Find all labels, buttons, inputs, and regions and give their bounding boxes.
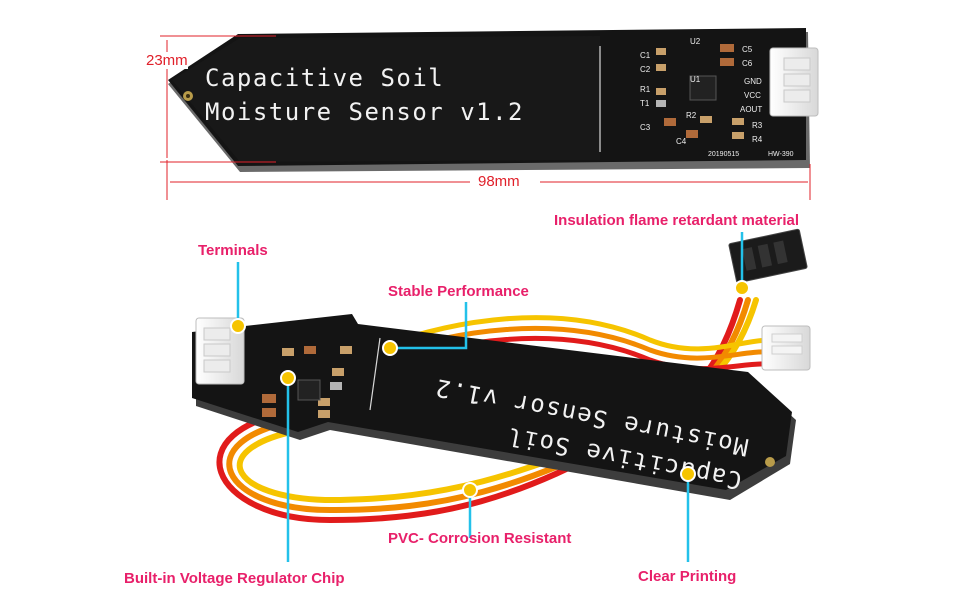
silk-gnd: GND (744, 77, 762, 86)
silk-c2: C2 (640, 65, 651, 74)
silk-vcc: VCC (744, 91, 761, 100)
silk-c1: C1 (640, 51, 651, 60)
width-dimension-label: 23mm (146, 52, 188, 69)
length-dimension-label: 98mm (478, 173, 520, 190)
dupont-header (728, 228, 808, 284)
silk-date: 20190515 (708, 151, 739, 158)
top-board-title-line2: Moisture Sensor v1.2 (205, 98, 524, 126)
callout-printing: Clear Printing (638, 568, 737, 585)
top-board-components (656, 44, 744, 139)
silk-t1: T1 (640, 99, 650, 108)
silk-r2: R2 (686, 111, 697, 120)
top-board-title-line1: Capacitive Soil (205, 64, 444, 92)
silk-r4: R4 (752, 135, 763, 144)
silk-c6: C6 (742, 59, 753, 68)
callout-pvc: PVC- Corrosion Resistant (388, 530, 572, 547)
callout-markers (230, 280, 750, 498)
callout-leaders (236, 232, 744, 562)
silk-c3: C3 (640, 123, 651, 132)
dimension-lines (160, 35, 811, 200)
bottom-sensor-board: Capacitive Soil Moisture Sensor v1.2 (192, 314, 796, 500)
silk-u2: U2 (690, 37, 701, 46)
callout-terminals: Terminals (198, 242, 268, 259)
top-sensor-board: Capacitive Soil Moisture Sensor v1.2 U2 … (168, 28, 819, 172)
callout-regulator: Built-in Voltage Regulator Chip (124, 570, 345, 587)
silk-aout: AOUT (740, 105, 762, 114)
bottom-jst-connector (195, 317, 245, 385)
callout-insulation: Insulation flame retardant material (554, 212, 800, 229)
top-jst-connector (769, 47, 819, 117)
silk-c5: C5 (742, 45, 753, 54)
wire-jst-plug (761, 325, 811, 371)
silk-u1: U1 (690, 75, 701, 84)
silk-r1: R1 (640, 85, 651, 94)
callout-stable: Stable Performance (388, 283, 529, 300)
silk-c4: C4 (676, 137, 687, 146)
bottom-board-components (262, 346, 352, 418)
silk-model: HW-390 (768, 151, 794, 158)
silk-r3: R3 (752, 121, 763, 130)
